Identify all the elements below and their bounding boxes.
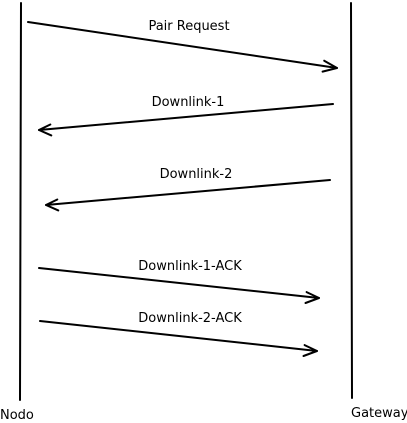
message-arrow-line	[27, 21, 338, 69]
message-label: Downlink-1-ACK	[138, 259, 242, 274]
message-arrow-line	[39, 320, 318, 352]
message-label: Pair Request	[148, 19, 229, 34]
gateway-label: Gateway	[351, 406, 407, 421]
arrowhead-icon	[304, 291, 320, 304]
message-downlink-1: Downlink-1	[38, 95, 334, 137]
arrowhead-icon	[38, 123, 53, 137]
message-pair-request: Pair Request	[27, 19, 338, 73]
message-label: Downlink-1	[152, 95, 225, 110]
message-arrow-line	[38, 103, 334, 131]
message-downlink-1-ack: Downlink-1-ACK	[38, 259, 320, 304]
nodo-label: Nodo	[0, 408, 34, 423]
gateway-lifeline	[350, 2, 353, 399]
message-label: Downlink-2	[160, 167, 233, 182]
message-downlink-2-ack: Downlink-2-ACK	[39, 311, 318, 357]
nodo-lifeline	[19, 2, 22, 401]
message-arrow-line	[45, 179, 331, 206]
arrowhead-icon	[321, 59, 338, 73]
message-label: Downlink-2-ACK	[138, 311, 242, 326]
arrowhead-icon	[302, 344, 318, 357]
message-downlink-2: Downlink-2	[45, 167, 331, 212]
message-arrow-line	[38, 267, 320, 299]
arrowhead-icon	[45, 198, 60, 212]
